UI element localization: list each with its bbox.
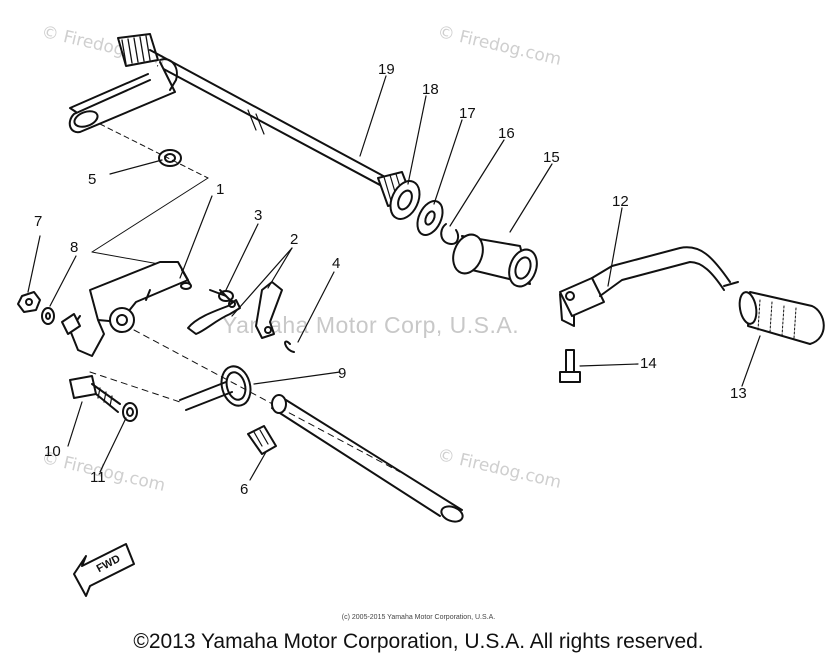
lower-shaft	[271, 394, 464, 523]
part-17-washer	[416, 200, 444, 236]
part-16-circlip	[440, 223, 460, 245]
part-2-claws	[187, 281, 283, 339]
leader-lines	[27, 75, 761, 481]
part-9-return-spring	[179, 365, 252, 411]
fwd-arrow	[73, 543, 135, 597]
callout-14: 14	[640, 355, 657, 372]
part-6-pin	[247, 425, 277, 455]
small-credit: (c) 2005-2015 Yamaha Motor Corporation, …	[341, 614, 496, 621]
part-12-kick-crank	[559, 246, 739, 327]
callout-6: 6	[240, 481, 249, 498]
part-10-bolt	[69, 375, 121, 413]
callout-8: 8	[70, 239, 79, 256]
part-11-washer	[122, 402, 138, 422]
callout-13: 13	[730, 385, 747, 402]
part-3-spring	[209, 289, 234, 303]
callout-10: 10	[44, 443, 61, 460]
part-7-nut	[17, 291, 41, 313]
callout-7: 7	[34, 213, 43, 230]
part-13-grip	[738, 291, 825, 345]
callout-3: 3	[254, 207, 263, 224]
callout-4: 4	[332, 255, 341, 272]
callout-18: 18	[422, 81, 439, 98]
callout-15: 15	[543, 149, 560, 166]
callout-2: 2	[290, 231, 299, 248]
part-18-washer	[389, 180, 421, 220]
part-1-shift-arm	[61, 261, 192, 357]
part-19-shift-shaft	[68, 33, 413, 207]
callout-12: 12	[612, 193, 629, 210]
callout-5: 5	[88, 171, 97, 188]
part-8-washer	[41, 307, 55, 325]
callout-17: 17	[459, 105, 476, 122]
callout-19: 19	[378, 61, 395, 78]
part-15-collar	[452, 233, 538, 288]
callout-1: 1	[216, 181, 225, 198]
part-14-bolt	[559, 349, 581, 383]
part-5-bushing	[158, 149, 182, 167]
part-4-circlip	[284, 340, 295, 353]
callout-9: 9	[338, 365, 347, 382]
callout-11: 11	[90, 469, 106, 486]
copyright-notice: ©2013 Yamaha Motor Corporation, U.S.A. A…	[133, 630, 704, 653]
callout-16: 16	[498, 125, 515, 142]
